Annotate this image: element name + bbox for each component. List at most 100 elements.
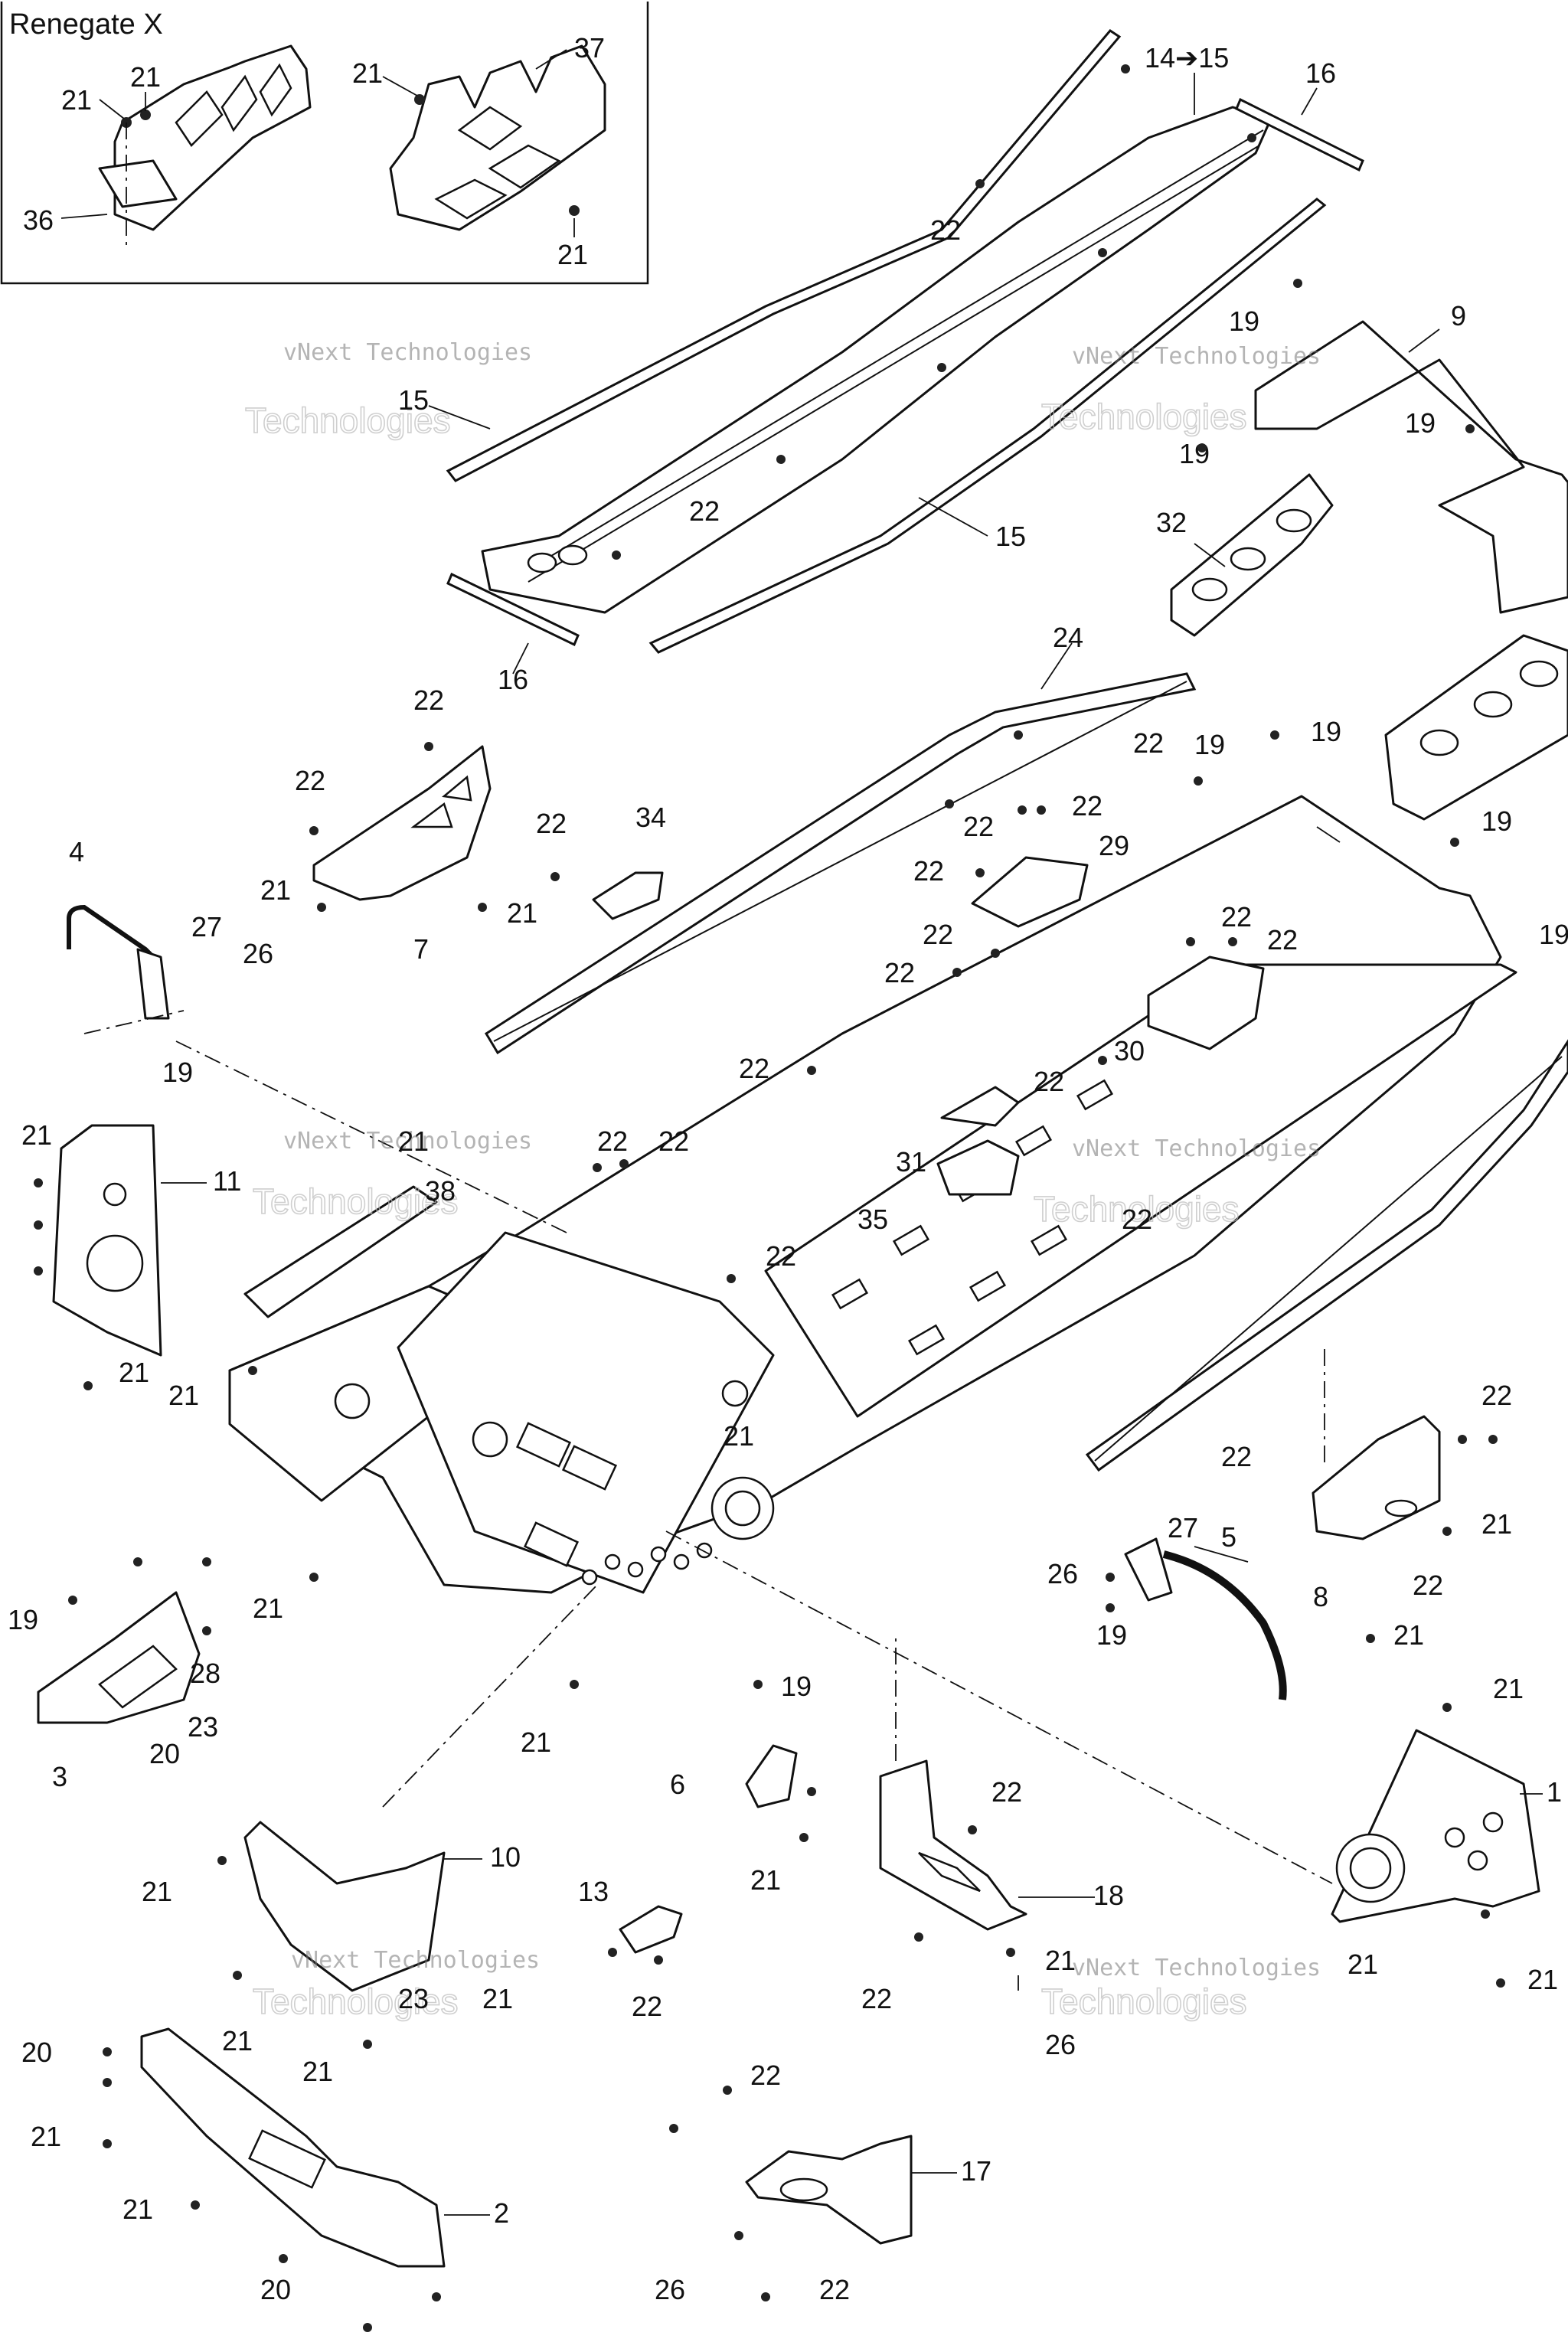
callout: 21: [750, 1864, 781, 1896]
part-2: [140, 2027, 446, 2268]
callout: 34: [635, 802, 666, 833]
svg-text:vNext Technologies: vNext Technologies: [1072, 1135, 1321, 1162]
callout: 21: [130, 61, 161, 93]
callout: 26: [1045, 2029, 1076, 2060]
callout: 19: [1539, 919, 1568, 950]
callout: 22: [689, 495, 720, 527]
part-30: [1147, 956, 1265, 1050]
part-38: [243, 1185, 438, 1318]
part-18: [879, 1759, 1027, 1931]
part-11: [52, 1124, 162, 1357]
callout: 21: [724, 1420, 754, 1452]
callout: 27: [191, 911, 222, 942]
assembly-lines: [83, 1010, 1333, 1991]
callout: 22: [597, 1125, 628, 1157]
svg-text:Technologies: Technologies: [1034, 1189, 1240, 1229]
callout: 26: [243, 938, 273, 969]
part-13: [619, 1905, 683, 1954]
callout: 36: [23, 204, 54, 236]
callout: 38: [425, 1175, 456, 1207]
part-1: [1331, 1729, 1540, 1923]
callout: 15: [398, 384, 429, 416]
callout: 22: [766, 1240, 796, 1272]
svg-text:vNext Technologies: vNext Technologies: [283, 339, 532, 366]
callout: 21: [260, 874, 291, 906]
part-9: [1254, 320, 1568, 614]
callout: 21: [122, 2194, 153, 2225]
part-5: [1124, 1537, 1287, 1700]
callout: 35: [858, 1204, 888, 1235]
callout: 23: [398, 1983, 429, 2014]
callout: 15: [995, 521, 1026, 552]
part-32: [1170, 473, 1334, 637]
callout: 21: [1393, 1619, 1424, 1651]
callout: 21: [352, 57, 383, 89]
callout: 21: [1493, 1673, 1524, 1704]
callout: 22: [819, 2274, 850, 2305]
callout: 19: [1405, 407, 1436, 439]
callout: 26: [1047, 1558, 1078, 1589]
callout: 4: [69, 836, 84, 867]
callout: 20: [21, 2037, 52, 2068]
part-34: [592, 871, 664, 920]
svg-text:Technologies: Technologies: [1041, 1981, 1247, 2021]
part-24-slide-rail: [484, 672, 1197, 1055]
callout: 22: [658, 1125, 689, 1157]
part-15-rails: [446, 29, 1327, 654]
callout: 22: [632, 1991, 662, 2022]
callout: 19: [1229, 305, 1259, 337]
fasteners: [34, 64, 1505, 2332]
callout: 19: [1179, 438, 1210, 469]
callout: 21: [168, 1380, 199, 1411]
callout: 21: [21, 1119, 52, 1151]
callout: 13: [578, 1876, 609, 1907]
callout: 3: [52, 1761, 67, 1792]
callout: 22: [1221, 901, 1252, 933]
part-17: [745, 2135, 913, 2245]
callout: 21: [1045, 1945, 1076, 1976]
callout: 6: [670, 1769, 685, 1800]
callout: 21: [142, 1876, 172, 1907]
callout: 22: [739, 1053, 769, 1084]
callout: 19: [1481, 805, 1512, 837]
callout: 21: [1348, 1949, 1378, 1980]
callout: 21: [302, 2056, 333, 2087]
callout: 21: [61, 84, 92, 116]
callout: 21: [557, 239, 588, 270]
svg-text:Technologies: Technologies: [253, 1981, 459, 2021]
callout: 37: [574, 32, 605, 64]
callout: 10: [490, 1841, 521, 1873]
callout: 21: [507, 897, 537, 929]
callout: 19: [1096, 1619, 1127, 1651]
callout: 22: [1481, 1380, 1512, 1411]
callout: 21: [398, 1125, 429, 1157]
callout: 5: [1221, 1521, 1236, 1553]
callout: 22: [861, 1983, 892, 2014]
callout: 14➔15: [1145, 42, 1229, 74]
callout: 11: [213, 1165, 241, 1197]
callout: 22: [1072, 790, 1102, 822]
callout: 31: [896, 1146, 926, 1178]
callout: 22: [1413, 1570, 1443, 1601]
svg-text:vNext Technologies: vNext Technologies: [291, 1947, 540, 1974]
svg-text:vNext Technologies: vNext Technologies: [1072, 343, 1321, 370]
part-37: [389, 44, 606, 231]
svg-text:Technologies: Technologies: [253, 1181, 459, 1221]
callout: 22: [1122, 1204, 1152, 1235]
callout: 20: [260, 2274, 291, 2305]
callout: 16: [498, 664, 528, 695]
part-8: [1312, 1415, 1441, 1540]
callout: 22: [923, 919, 953, 950]
callout: 22: [295, 765, 325, 796]
callout: 22: [1133, 727, 1164, 759]
callout: 16: [1305, 57, 1336, 89]
part-16-strips: [446, 97, 1364, 647]
callout: 7: [413, 933, 429, 965]
svg-text:Technologies: Technologies: [1041, 397, 1247, 436]
callout: 26: [655, 2274, 685, 2305]
callout: 19: [162, 1057, 193, 1088]
callout: 21: [521, 1726, 551, 1758]
callout: 22: [913, 855, 944, 887]
callout: 22: [963, 811, 994, 842]
